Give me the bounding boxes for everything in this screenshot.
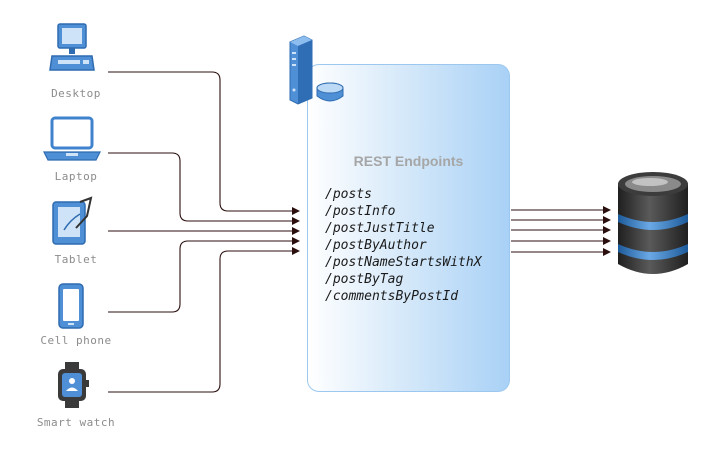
endpoint-item: /postByTag [325,272,404,287]
desktop-icon [49,23,95,71]
endpoint-item: /commentsByPostId [325,289,459,304]
tablet-icon [52,196,93,245]
device-label-laptop: Laptop [54,170,98,183]
cell-phone-icon [58,283,84,329]
arrow-smartwatch-to-api [108,247,300,393]
laptop-icon [43,116,101,161]
arrow-desktop-to-api [108,71,300,215]
device-label-tablet: Tablet [54,253,98,266]
endpoint-list: /posts /postInfo /postJustTitle /postByA… [325,186,482,305]
rest-endpoints-title: REST Endpoints [353,153,464,169]
arrow-laptop-to-api [108,152,300,225]
rest-endpoints-panel [307,64,510,392]
endpoint-item: /postInfo [325,204,396,219]
smart-watch-icon [58,362,89,408]
database-icon [618,172,688,274]
device-label-smartwatch: Smart watch [36,416,116,429]
endpoint-item: /postByAuthor [325,238,427,253]
server-icon [289,35,344,105]
device-label-cellphone: Cell phone [40,334,112,347]
arrow-cellphone-to-api [108,237,300,313]
device-label-desktop: Desktop [51,87,101,100]
endpoint-item: /postJustTitle [325,221,435,236]
endpoint-item: /posts [325,187,372,202]
endpoint-item: /postNameStartsWithX [325,255,482,270]
